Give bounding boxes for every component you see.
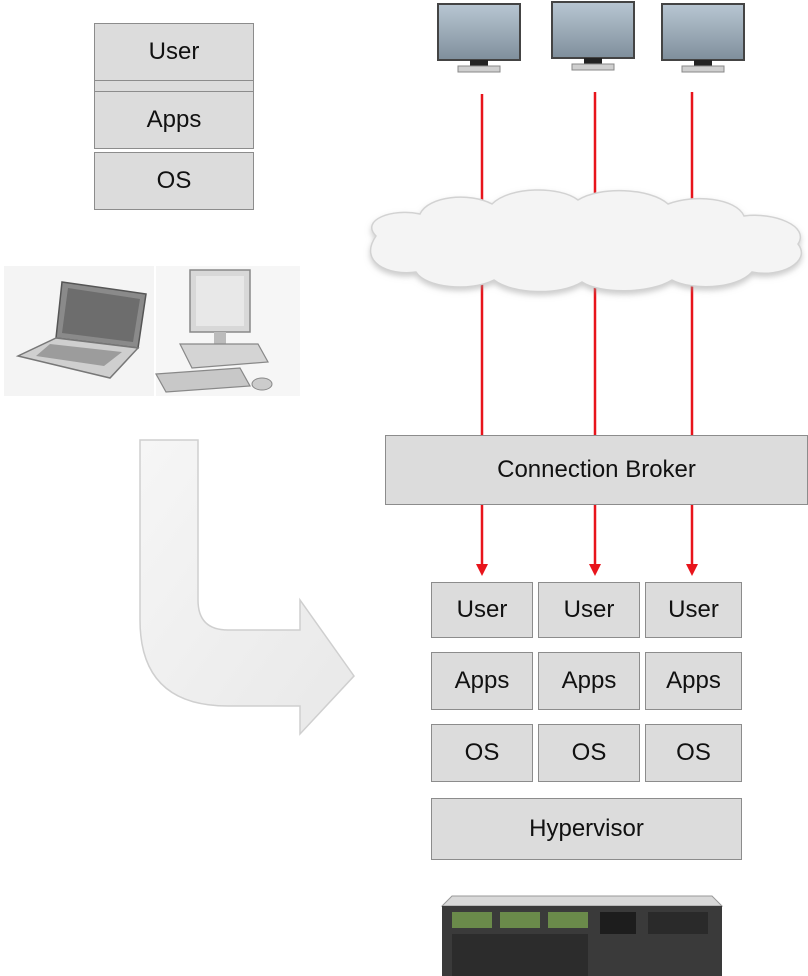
hypervisor: Hypervisor bbox=[431, 798, 742, 860]
vm1-user-label: User bbox=[456, 596, 508, 623]
laptop-icon bbox=[4, 266, 154, 396]
vm3-os-cell: OS bbox=[645, 724, 742, 782]
vm2-apps-label: Apps bbox=[561, 667, 617, 694]
monitor-icon bbox=[437, 3, 521, 73]
local-user-cell: User bbox=[94, 23, 254, 81]
vm1-apps-cell: Apps bbox=[431, 652, 533, 710]
vm2-user-label: User bbox=[563, 596, 615, 623]
vm1-os-cell: OS bbox=[431, 724, 533, 782]
vm3-os-label: OS bbox=[676, 739, 711, 766]
vm3-apps-label: Apps bbox=[666, 667, 721, 694]
hypervisor-label: Hypervisor bbox=[529, 815, 644, 842]
vm2-apps-cell: Apps bbox=[538, 652, 640, 710]
arrowheads bbox=[476, 564, 698, 576]
vm1-user-cell: User bbox=[431, 582, 533, 638]
local-os-label: OS bbox=[156, 167, 192, 194]
curved-arrow-icon bbox=[139, 439, 355, 736]
cloud-icon bbox=[369, 189, 803, 293]
vm2-os-label: OS bbox=[571, 739, 607, 766]
monitor-icon bbox=[661, 3, 745, 73]
connection-broker-label: Connection Broker bbox=[497, 456, 696, 483]
connection-broker: Connection Broker bbox=[385, 435, 808, 505]
vm3-apps-cell: Apps bbox=[645, 652, 742, 710]
local-user-label: User bbox=[148, 38, 200, 65]
local-stack-gap bbox=[94, 81, 254, 91]
local-apps-label: Apps bbox=[146, 106, 202, 133]
desktop-pc-icon bbox=[155, 266, 300, 396]
vm3-user-cell: User bbox=[645, 582, 742, 638]
vm2-user-cell: User bbox=[538, 582, 640, 638]
server-icon bbox=[440, 895, 724, 976]
vm2-os-cell: OS bbox=[538, 724, 640, 782]
vm1-os-label: OS bbox=[464, 739, 500, 766]
local-os-cell: OS bbox=[94, 152, 254, 210]
monitor-icon bbox=[551, 1, 635, 71]
vm3-user-label: User bbox=[668, 596, 719, 623]
local-apps-cell: Apps bbox=[94, 91, 254, 149]
vm1-apps-label: Apps bbox=[454, 667, 510, 694]
